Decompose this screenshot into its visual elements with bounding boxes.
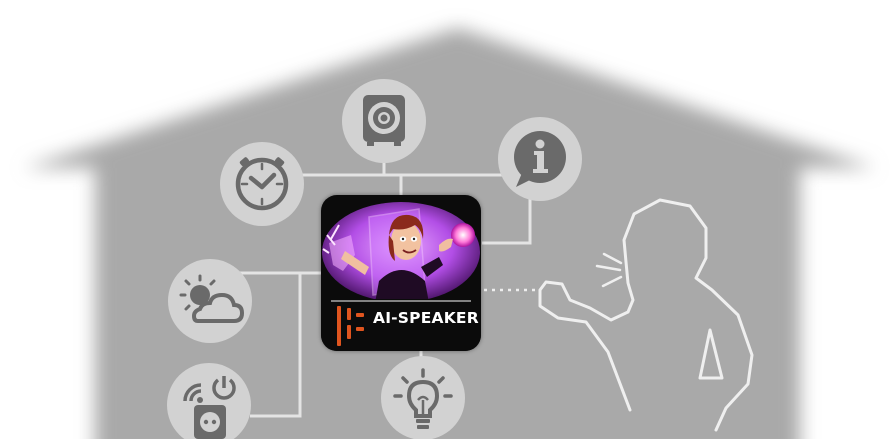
clock-icon (235, 157, 289, 211)
smart-plug-icon (183, 376, 236, 439)
person-outline-icon (538, 198, 754, 432)
smart-plug-node[interactable] (167, 363, 251, 439)
light-node[interactable] (381, 356, 465, 439)
ai-speaker-logo-mark (337, 306, 364, 346)
info-bubble-icon (514, 131, 566, 187)
app-label: AI-SPEAKER (373, 309, 479, 327)
ai-speaker-app-icon[interactable]: AI-SPEAKER (321, 195, 481, 351)
voice-wave-icon (595, 252, 623, 288)
person-arm-detail (698, 328, 724, 380)
ai-speaker-artwork (321, 202, 481, 351)
info-node[interactable] (498, 117, 582, 201)
speaker-node[interactable] (342, 79, 426, 163)
speaker-icon (363, 95, 405, 146)
weather-node[interactable] (168, 259, 252, 343)
sun-cloud-icon (179, 274, 245, 323)
lightbulb-icon (393, 368, 453, 429)
clock-node[interactable] (220, 142, 304, 226)
